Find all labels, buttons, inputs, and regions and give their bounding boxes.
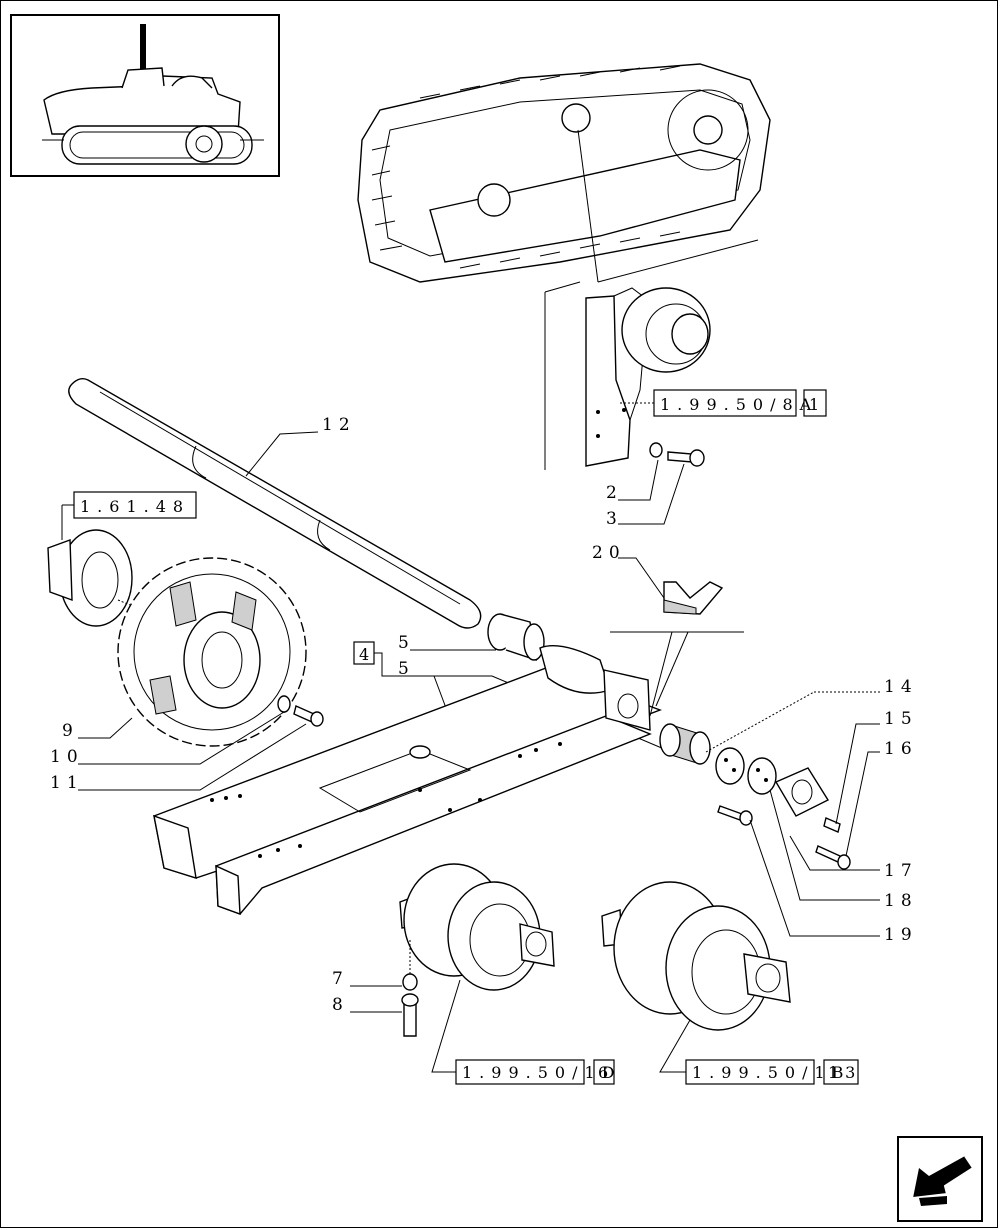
- ref-box-bottom-right[interactable]: 1.99.50/1B 13: [685, 1059, 862, 1085]
- ref-box-top-right[interactable]: 1.99.50/8A 1: [620, 389, 827, 417]
- ref-box-bottom-left[interactable]: 1.99.50/1D 6: [455, 1059, 621, 1085]
- tractor-locator-thumbnail: [10, 14, 280, 177]
- wear-pad-20: [663, 581, 724, 615]
- callout-9: 9: [62, 721, 79, 741]
- ref-bottom-left-item: 6: [598, 1063, 615, 1082]
- callout-19: 19: [884, 925, 918, 945]
- group-item-4-text: 4: [359, 645, 376, 664]
- callout-14: 14: [884, 677, 918, 697]
- grease-nipple-15: [823, 817, 841, 833]
- ref-bottom-right-item: 13: [828, 1063, 862, 1082]
- bolt-8: [401, 993, 419, 1037]
- hub-flange: [47, 529, 241, 651]
- next-page-arrow-icon: [912, 1155, 975, 1206]
- group-item-4[interactable]: 4: [353, 641, 447, 709]
- callout-15: 15: [884, 709, 918, 729]
- callout-5a: 5: [398, 633, 415, 653]
- bolt-3: [667, 449, 705, 467]
- track-assembly-illustration: [357, 63, 771, 470]
- callout-18: 18: [884, 891, 918, 911]
- ref-box-left[interactable]: 1.61.48: [61, 491, 197, 540]
- callout-8: 8: [332, 995, 349, 1015]
- ref-bottom-right-text: 1.99.50/1B: [692, 1063, 850, 1082]
- callout-17: 17: [884, 861, 918, 881]
- disc-14: [715, 747, 745, 785]
- callout-5b: 5: [398, 659, 415, 679]
- track-roller-single: [399, 863, 555, 991]
- washer-10: [277, 695, 291, 713]
- ref-top-right-item: 1: [809, 395, 826, 414]
- callout-10: 10: [50, 747, 84, 767]
- flange-plate: [774, 767, 830, 817]
- track-roller-double: [601, 881, 791, 1031]
- next-page-button[interactable]: [897, 1136, 983, 1222]
- bushing-5a: [487, 613, 545, 662]
- ref-left-text: 1.61.48: [80, 497, 190, 516]
- bolt-16: [815, 845, 851, 870]
- washer-2: [649, 442, 663, 458]
- top-roller-bracket: [585, 287, 711, 467]
- callout-7: 7: [332, 969, 349, 989]
- track-frame: [153, 645, 662, 916]
- tractor-crawler-locator-icon: [42, 24, 264, 165]
- callout-3: 3: [606, 509, 623, 529]
- callout-2: 2: [606, 483, 623, 503]
- disc-18: [747, 757, 777, 795]
- bolt-11: [293, 705, 324, 727]
- callout-16: 16: [884, 739, 918, 759]
- bolt-19: [717, 805, 753, 826]
- callout-12: 12: [322, 415, 356, 435]
- shaft-12: [68, 377, 482, 629]
- callout-11: 11: [50, 773, 84, 793]
- sprocket-9: [117, 557, 307, 747]
- callout-20: 20: [592, 543, 626, 563]
- ref-bottom-left-text: 1.99.50/1D: [462, 1063, 621, 1082]
- ref-top-right-text: 1.99.50/8A: [660, 395, 818, 414]
- bushing-5b: [659, 723, 711, 765]
- washer-7: [402, 973, 418, 991]
